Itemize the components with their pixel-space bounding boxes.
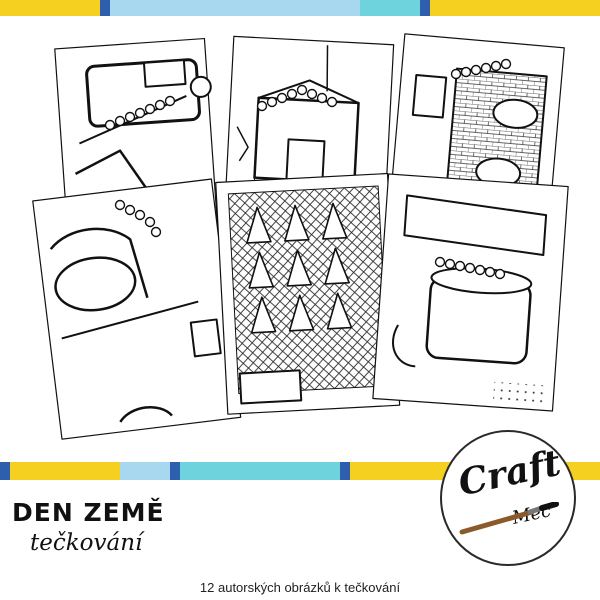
logo-word-craft: Craft <box>454 441 565 505</box>
paintbrush-icon <box>459 502 559 535</box>
top-color-stripe <box>0 0 600 16</box>
title-line-1: DEN ZEMĚ <box>12 498 165 527</box>
page-front-middle <box>215 172 401 415</box>
subtitle: 12 autorských obrázků k tečkování <box>199 580 401 595</box>
page-front-left <box>32 178 242 440</box>
craftmec-logo: Craft Mec <box>440 430 576 566</box>
page-front-right <box>372 173 569 412</box>
title-line-2: tečkování <box>30 530 143 556</box>
